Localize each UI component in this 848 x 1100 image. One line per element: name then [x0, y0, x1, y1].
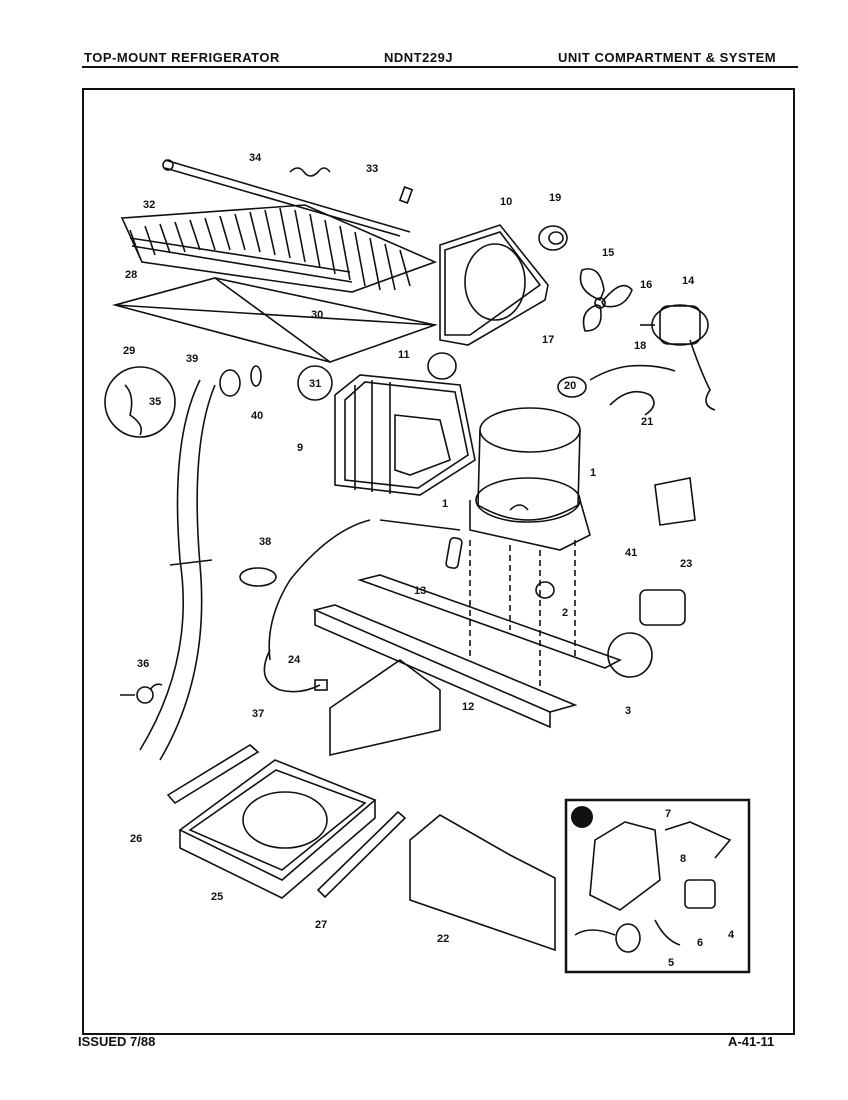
callout-19: 19 [549, 192, 561, 204]
compressor [469, 407, 591, 551]
callout-13: 13 [414, 585, 426, 597]
callout-30: 30 [311, 309, 323, 321]
callout-32: 32 [143, 199, 155, 211]
callout-25: 25 [211, 891, 223, 903]
diagram-title: TOP-MOUNT REFRIGERATOR [84, 50, 280, 65]
callout-40: 40 [251, 410, 263, 422]
grommet-40 [250, 365, 262, 387]
callout-12: 12 [462, 701, 474, 713]
callout-38: 38 [259, 536, 271, 548]
diagram-frame [82, 88, 795, 1035]
drain-pan-bracket-right [316, 810, 407, 899]
detail-circle-35 [104, 366, 176, 438]
drain-fitting [120, 683, 163, 704]
condenser-cover-plate [111, 277, 438, 363]
callout-24: 24 [288, 654, 301, 666]
motor-wiring [557, 364, 676, 416]
callout-14: 14 [682, 275, 695, 287]
callout-27: 27 [315, 919, 327, 931]
drain-pan-bracket-left [166, 744, 260, 805]
inset-callout-5: 5 [668, 957, 674, 969]
access-panel [409, 814, 556, 952]
callout-39: 39 [186, 353, 198, 365]
detail-circle-3 [607, 632, 653, 678]
header-rule [82, 66, 798, 68]
compressor-electrical-inset [564, 798, 751, 974]
callout-28: 28 [125, 269, 137, 281]
callout-10: 10 [500, 196, 512, 208]
callout-31: 31 [309, 378, 321, 390]
page-code: A-41-11 [728, 1034, 775, 1049]
callout-16: 16 [640, 279, 652, 291]
callout-29: 29 [123, 345, 135, 357]
callout-3: 3 [625, 705, 631, 717]
callout-9: 9 [297, 442, 303, 454]
inset-badge: 1 [578, 813, 584, 825]
callout-labels: 1 1 2 3 9 10 11 12 13 14 15 16 17 18 19 … [123, 152, 735, 969]
grommet-ring [427, 352, 457, 380]
callout-26: 26 [130, 833, 142, 845]
evaporator-coil [334, 374, 476, 496]
callout-35: 35 [149, 396, 161, 408]
inset-callout-6: 6 [697, 937, 703, 949]
callout-23: 23 [680, 558, 692, 570]
callout-1: 1 [590, 467, 596, 479]
callout-15: 15 [602, 247, 614, 259]
callout-41: 41 [625, 547, 637, 559]
compressor-mounting-rails [312, 540, 622, 757]
fan-motor [640, 304, 716, 411]
callout-18: 18 [634, 340, 646, 352]
callout-36: 36 [137, 658, 149, 670]
callout-2: 2 [562, 607, 568, 619]
start-relay-23 [639, 589, 686, 626]
inset-callout-8: 8 [680, 853, 686, 865]
wiring-harness [263, 519, 371, 693]
fan-blade [579, 268, 633, 332]
inset-callout-7: 7 [665, 808, 671, 820]
grommet-39 [219, 369, 241, 397]
capacitor-41 [654, 477, 696, 526]
callout-22: 22 [437, 933, 449, 945]
callout-21: 21 [641, 416, 653, 428]
callout-37: 37 [252, 708, 264, 720]
hose-clamp [239, 567, 277, 587]
section-title: UNIT COMPARTMENT & SYSTEM [558, 50, 777, 65]
detail-circle-31 [297, 365, 333, 401]
fan-shroud [439, 224, 549, 346]
fan-grommet [538, 225, 568, 251]
callout-33: 33 [366, 163, 378, 175]
callout-20: 20 [564, 380, 576, 392]
drain-hose [139, 379, 216, 761]
callout-17: 17 [542, 334, 554, 346]
condenser-coil [120, 204, 438, 293]
issued-date: ISSUED 7/88 [78, 1034, 156, 1049]
callout-11: 11 [398, 349, 410, 361]
filter-drier [379, 519, 463, 569]
callout-1-marker: 1 [442, 498, 448, 510]
drain-pan [178, 759, 377, 899]
callout-34: 34 [249, 152, 262, 164]
inset-callout-4: 4 [728, 929, 735, 941]
model-number: NDNT229J [384, 50, 454, 65]
compressor-grommet [535, 581, 555, 599]
drain-tube-assembly [162, 159, 414, 237]
